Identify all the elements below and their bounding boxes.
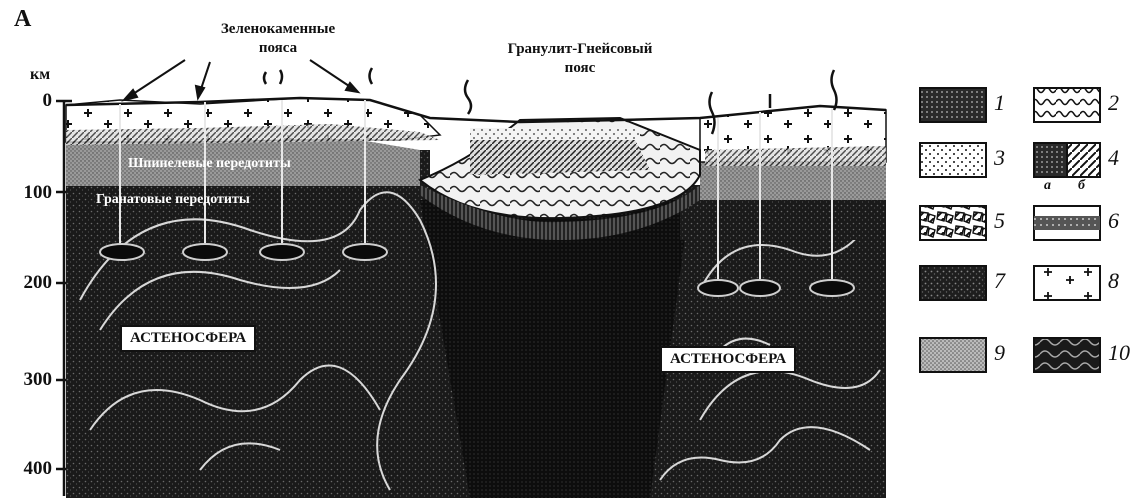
- legend-num-1: 1: [994, 90, 1005, 116]
- greenstone-belts-label: Зеленокаменные пояса: [178, 20, 378, 58]
- asthenosphere-right-label: АСТЕНОСФЕРА: [660, 346, 796, 373]
- granulite-belt-label: Гранулит-Гнейсовый пояс: [470, 40, 690, 78]
- legend-num-10: 10: [1108, 340, 1130, 366]
- asthenosphere-left-label: АСТЕНОСФЕРА: [120, 325, 256, 352]
- garnet-peridotites-label: Гранатовые передотиты: [96, 192, 250, 208]
- legend-num-2: 2: [1108, 90, 1119, 116]
- legend-sub-4a: а: [1044, 178, 1051, 194]
- spinel-peridotites-label: Шпинелевые передотиты: [128, 156, 291, 172]
- legend-num-7: 7: [994, 268, 1005, 294]
- legend-sub-4b: б: [1078, 178, 1085, 194]
- legend-num-5: 5: [994, 208, 1005, 234]
- legend-num-8: 8: [1108, 268, 1119, 294]
- garnet-peridotite-right: [680, 195, 886, 240]
- legend-num-4: 4: [1108, 145, 1119, 171]
- legend-num-3: 3: [994, 145, 1005, 171]
- legend-num-9: 9: [994, 340, 1005, 366]
- greenstone-arrows: [124, 60, 358, 100]
- legend-num-6: 6: [1108, 208, 1119, 234]
- granulite-top: [470, 128, 640, 140]
